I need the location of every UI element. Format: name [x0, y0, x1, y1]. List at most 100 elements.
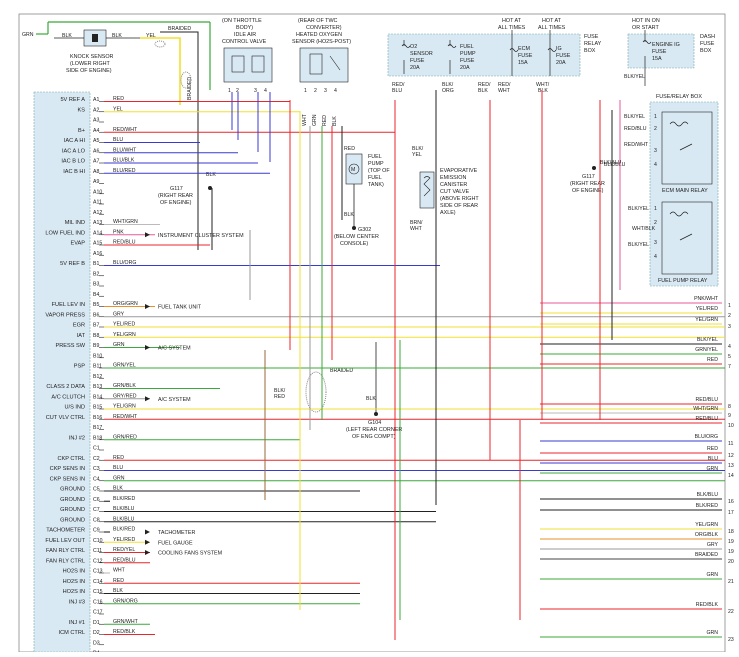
dash-fuse-box: HOT IN ON OR START ENGINE IG FUSE 15A DA…	[627, 18, 715, 86]
fuse-o2-4: 20A	[410, 65, 420, 71]
g104-braided: BRAIDED	[330, 368, 353, 374]
pcm-wire-label: YEL/RED	[113, 537, 135, 543]
pcm-wire-label: BLU	[113, 137, 123, 143]
pcm-wire-label: RED/WHT	[113, 414, 138, 420]
pcm-label: IAC A LO	[62, 148, 86, 154]
pcm-wire-label: BLK/BLU	[113, 506, 135, 512]
g117-right-2: (RIGHT REAR	[570, 181, 605, 187]
pcm-pin: B8	[93, 333, 99, 339]
g117-top-2: (RIGHT REAR	[158, 193, 193, 199]
right-edge-wire-label: BLU/ORG	[695, 434, 718, 440]
callout-label: A/C SYSTEM	[158, 346, 191, 352]
fuse-relay-box-title-2: RELAY	[584, 41, 602, 47]
braided-vertical: BRAIDED	[187, 77, 193, 100]
relay-box: FUSE/RELAY BOX ECM MAIN RELAY FUEL PUMP …	[604, 94, 719, 287]
right-edge-num: 14	[728, 473, 734, 479]
pcm-pin: A11	[93, 200, 102, 206]
pcm-wire-label: GRN/YEL	[113, 363, 136, 369]
pcm-pin: B13	[93, 384, 102, 390]
fuse-wire-7: RED/	[498, 82, 511, 88]
pcm-wire-label: YEL/GRN	[113, 404, 136, 410]
fuel-pump-caption-1: FUEL	[368, 154, 382, 160]
fuse-relay-box-title-1: FUSE	[584, 34, 599, 40]
fuel-pump-relay-label: FUEL PUMP RELAY	[658, 278, 708, 284]
iac-pin-4: 4	[264, 88, 267, 94]
pcm-wire-label: ORG/GRN	[113, 301, 138, 307]
fuse-wire-3: BLK/	[442, 82, 454, 88]
pcm-pin: B17	[93, 425, 102, 431]
iac-caption-3: IDLE AIR	[234, 32, 256, 38]
right-edge-num: 22	[728, 609, 734, 615]
pcm-label: CLASS 2 DATA	[46, 384, 85, 390]
pcm-pin: C11	[93, 548, 102, 554]
pcm-pin: A16	[93, 251, 102, 257]
pcm-label: CUT VLV CTRL	[46, 415, 85, 421]
evap-wire-3: BRN/	[410, 220, 423, 226]
right-edge-num: 10	[728, 423, 734, 429]
g302-3: CONSOLE)	[340, 241, 368, 247]
right-edge-num: 3	[728, 324, 731, 330]
fuse-wire-4: ORG	[442, 88, 454, 94]
evap-caption-6: SIDE OF REAR	[440, 203, 478, 209]
hot-in-on-1: HOT IN ON	[632, 18, 660, 24]
dash-fuse-box-title-2: FUSE	[700, 41, 715, 47]
pcm-wire-label: RED/YEL	[113, 547, 135, 553]
pcm-label: CKP CTRL	[57, 456, 85, 462]
pcm-wire-label: BLK/BLU	[113, 516, 135, 522]
fuel-pump-wire-blk: BLK	[344, 212, 354, 218]
hot-in-on-2: OR START	[632, 25, 659, 31]
fuse-wire-8: WHT	[498, 88, 511, 94]
ho2s-wire-blk: BLK	[332, 116, 338, 126]
right-edge-wire-label: WHT/GRN	[693, 406, 718, 412]
pcm-wire-label: RED	[113, 455, 124, 461]
right-edge-wire-label: PNK/WHT	[694, 296, 719, 302]
callout-arrow-icon	[145, 396, 150, 402]
evap-caption-1: EVAPORATIVE	[440, 168, 478, 174]
pcm-pin: C10	[93, 538, 103, 544]
pcm-pin: A9	[93, 179, 99, 185]
pcm-label: CKP SENS IN	[50, 466, 85, 472]
pcm-pin: B2	[93, 271, 99, 277]
fuse-engine-ig-3: 15A	[652, 56, 662, 62]
right-edge-wire-label: GRN	[706, 466, 718, 472]
pcm-label: IAC A HI	[64, 138, 86, 144]
right-edge-wire-label: RED	[707, 446, 718, 452]
relay-pin-5: 1	[654, 206, 657, 212]
relay-pin-7: 3	[654, 240, 657, 246]
iac-pin-1: 1	[228, 88, 231, 94]
pcm-pin: B15	[93, 405, 102, 411]
right-edge-wire-label: GRN	[706, 630, 718, 636]
right-edge-wire-label: RED/BLU	[696, 416, 719, 422]
fuse-wire-9: WHT/	[536, 82, 550, 88]
pcm-label: FUEL LEV IN	[52, 302, 85, 308]
right-edge-wire-label: BLU	[708, 456, 718, 462]
ho2s-caption-4: SENSOR (HO2S-POST)	[292, 39, 351, 45]
pcm-pin: C3	[93, 466, 100, 472]
pcm-pin: A2	[93, 107, 99, 113]
pcm-label: PRESS SW	[55, 343, 85, 349]
pcm-pin: B12	[93, 374, 102, 380]
right-edge-num: 13	[728, 463, 734, 469]
g117-top-blk: BLK	[206, 172, 216, 178]
evap-caption-3: CANISTER	[440, 182, 467, 188]
pcm-label: A/C CLUTCH	[51, 394, 85, 400]
right-edge-wire-label: YEL/GRN	[695, 522, 718, 528]
knock-yel: YEL	[146, 33, 156, 39]
pcm-pin: B5	[93, 302, 99, 308]
pcm-wire-label: RED	[113, 578, 124, 584]
pcm-pin: D2	[93, 630, 100, 636]
pcm-label: FAN RLY CTRL	[46, 558, 85, 564]
fuse-relay-box: HOT AT ALL TIMES HOT AT ALL TIMES FUSE R…	[387, 18, 645, 94]
pcm-pin: C8	[93, 517, 100, 523]
pcm-wire-label: GRY/RED	[113, 393, 137, 399]
callout-label: INSTRUMENT CLUSTER SYSTEM	[158, 233, 244, 239]
pcm-wire-label: GRN/WHT	[113, 619, 139, 625]
pcm-label: VAPOR PRESS	[45, 312, 85, 318]
pcm-pin: B16	[93, 415, 102, 421]
pcm-pin: C9	[93, 528, 100, 534]
pcm-pin: C1	[93, 446, 100, 452]
pcm-label: INJ #1	[69, 620, 85, 626]
callout-label: FUEL TANK UNIT	[158, 305, 202, 311]
iac-caption-4: CONTROL VALVE	[222, 39, 267, 45]
braided-label: BRAIDED	[168, 26, 191, 32]
